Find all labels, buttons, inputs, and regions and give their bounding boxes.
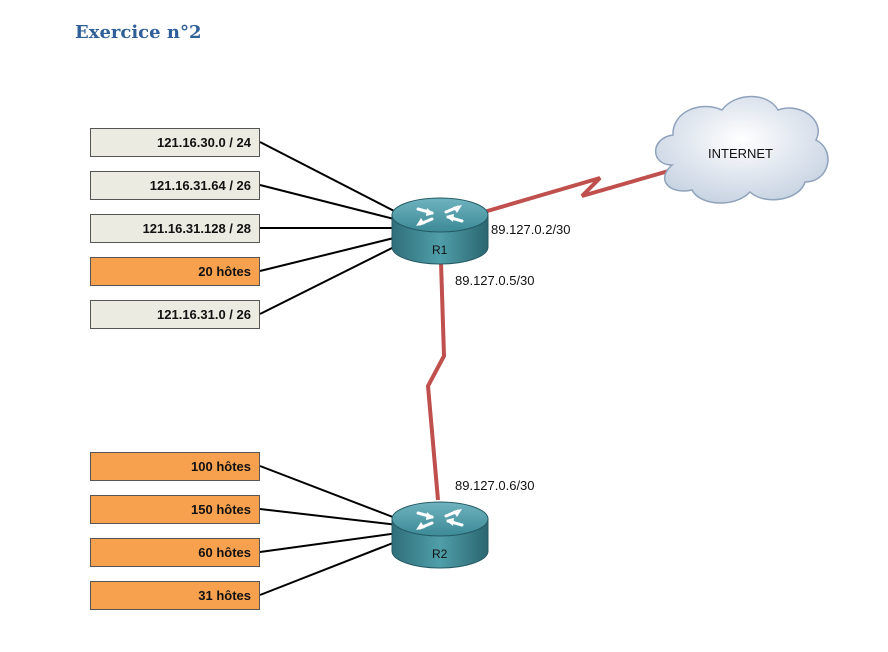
router-r1-label: R1 [432,243,448,257]
r2-network-box: 150 hôtes [90,495,260,524]
link-r1-net1 [259,141,399,214]
r2-network-box: 60 hôtes [90,538,260,567]
link-r2-net1 [259,465,399,520]
r1-network-box: 121.16.31.64 / 26 [90,171,260,200]
router-r2-icon [391,501,489,569]
page-title: Exercice n°2 [75,22,202,43]
router-r2-label: R2 [432,547,448,561]
link-r2-net3 [259,532,399,553]
r2-network-box: 31 hôtes [90,581,260,610]
r1-network-box: 121.16.31.128 / 28 [90,214,260,243]
router-r1-icon [391,197,489,265]
interface-r1-r2-address: 89.127.0.5/30 [455,273,535,288]
serial-link-r1-r2 [425,261,447,501]
link-r1-net5 [259,244,399,315]
link-r2-net4 [259,540,399,596]
interface-r2-r1-address: 89.127.0.6/30 [455,478,535,493]
r2-lan-links [259,465,399,596]
internet-label: INTERNET [708,146,773,161]
interface-r1-internet-address: 89.127.0.2/30 [491,222,571,237]
r1-lan-links [259,141,399,315]
link-r2-net2 [259,508,399,526]
r1-network-box: 20 hôtes [90,257,260,286]
r2-network-box: 100 hôtes [90,452,260,481]
link-r1-net2 [259,184,399,221]
serial-link-r1-internet [483,168,673,214]
r1-network-box: 121.16.31.0 / 26 [90,300,260,329]
r1-network-box: 121.16.30.0 / 24 [90,128,260,157]
internet-cloud-icon [655,95,829,204]
link-r1-net4 [259,236,399,272]
